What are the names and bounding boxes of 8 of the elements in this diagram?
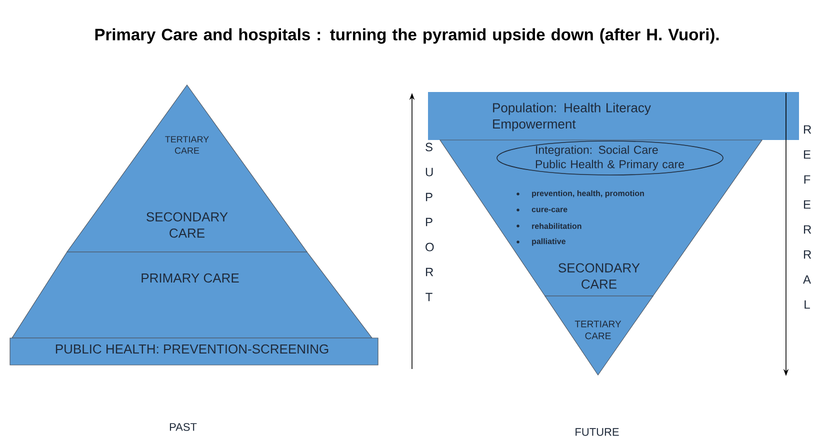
base-bar: PUBLIC HEALTH: PREVENTION-SCREENING bbox=[10, 338, 378, 366]
caption: FUTURE bbox=[576, 428, 619, 436]
node-label: Population: Health Literacy Empowerment bbox=[493, 102, 651, 132]
caption: PAST bbox=[170, 423, 197, 431]
population-band: Population: Health Literacy Empowerment bbox=[428, 92, 799, 140]
vertical-letters: R E F E R R A L bbox=[803, 125, 812, 309]
vertical-letters: S U P P O R T bbox=[426, 142, 434, 302]
title: Primary Care and hospitals : turning the pyramid upside down (after H. Vuori). bbox=[95, 28, 719, 44]
